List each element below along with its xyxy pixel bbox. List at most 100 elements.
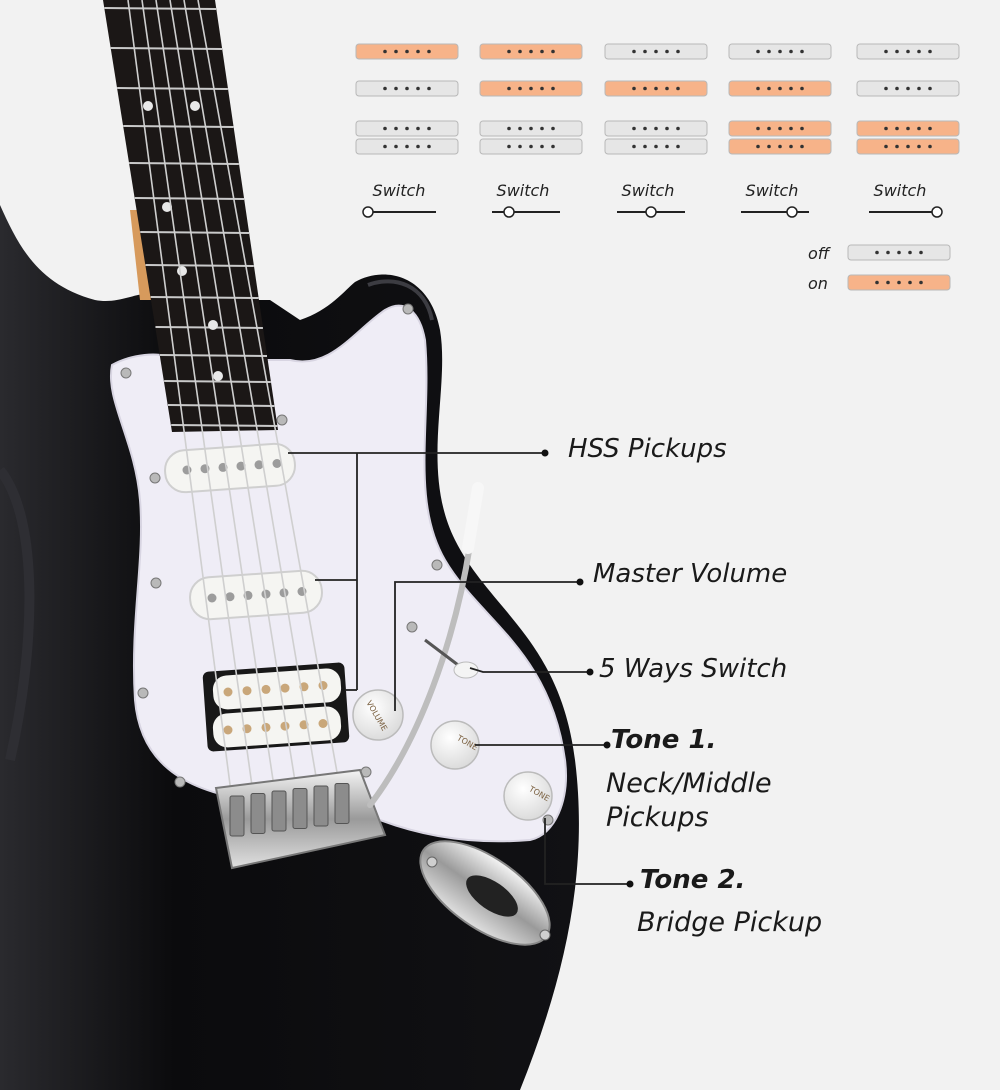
callout-five-way-switch: 5 Ways Switch: [599, 654, 788, 684]
callout-hss-pickups: HSS Pickups: [568, 434, 727, 464]
switch-lever-icon: [424, 638, 463, 670]
fret-wire: [104, 7, 217, 10]
pole-piece: [261, 589, 271, 599]
output-jack: [419, 840, 551, 946]
fret-wire: [167, 404, 275, 407]
chart-neck-pickup: [728, 43, 832, 60]
pole-piece: [223, 725, 233, 735]
pole-piece: [242, 686, 252, 696]
pole-piece: [236, 461, 246, 471]
chart-bridge-coil: [604, 138, 708, 155]
pole-piece: [318, 681, 328, 690]
pole-piece: [261, 722, 271, 732]
chart-bridge-coil: [604, 120, 708, 137]
legend-on-label: on: [808, 274, 828, 293]
switch-lever-icon: [503, 206, 515, 218]
fret-marker: [190, 101, 200, 111]
chart-bridge-coil: [856, 120, 960, 137]
string: [197, 0, 343, 801]
fret-marker: [208, 320, 218, 330]
chart-middle-pickup: [479, 80, 583, 97]
callout-master-volume: Master Volume: [593, 559, 788, 589]
chart-bridge-coil: [479, 138, 583, 155]
callout-tone2-desc: Bridge Pickup: [637, 907, 823, 938]
fret-wire: [134, 197, 245, 200]
chart-middle-pickup: [604, 80, 708, 97]
chart-switch-label: Switch: [622, 181, 675, 200]
fret-wire: [159, 354, 268, 357]
legend-on-swatch: [847, 274, 951, 291]
switch-lever-icon: [931, 206, 943, 218]
middle-pickup: [189, 569, 323, 621]
fret-wire: [110, 47, 223, 50]
string: [183, 0, 321, 801]
fret-marker: [177, 266, 187, 276]
callout-tone1-title: Tone 1.: [611, 725, 717, 755]
fret-wire: [117, 87, 228, 90]
fret-wire: [123, 125, 234, 128]
chart-bridge-coil: [728, 120, 832, 137]
tone2-knob: TONE: [503, 771, 553, 821]
string: [141, 0, 255, 801]
pole-piece: [272, 459, 282, 468]
tremolo-arm-tip: [462, 482, 484, 554]
fret-wire: [150, 296, 259, 299]
chart-switch-label: Switch: [874, 181, 927, 200]
chart-neck-pickup: [856, 43, 960, 60]
pole-piece: [254, 460, 264, 470]
chart-switch-label: Switch: [497, 181, 550, 200]
chart-middle-pickup: [856, 80, 960, 97]
string: [127, 0, 233, 801]
fret-wire: [145, 264, 254, 267]
chart-bridge-coil: [728, 138, 832, 155]
callout-tone2-title: Tone 2.: [640, 865, 746, 895]
bridge-saddle: [313, 785, 329, 827]
leader-lines: [288, 452, 630, 885]
chart-neck-pickup: [479, 43, 583, 60]
callout-tone1-line2: Pickups: [606, 802, 709, 833]
bridge-saddle: [229, 795, 245, 837]
legend-off-swatch: [847, 244, 951, 261]
chart-bridge-coil: [479, 120, 583, 137]
fret-wire: [140, 231, 249, 234]
pole-piece: [223, 687, 233, 697]
chart-bridge-coil: [355, 120, 459, 137]
bridge-saddle: [334, 783, 350, 824]
legend-off-label: off: [808, 244, 832, 263]
body-highlight: [367, 279, 434, 321]
chart-middle-pickup: [728, 80, 832, 97]
body-edge-highlight: [0, 466, 35, 762]
leader-dots: [541, 449, 634, 888]
chart-middle-pickup: [355, 80, 459, 97]
string: [155, 0, 277, 801]
switch-lever-icon: [362, 206, 374, 218]
bridge-saddle: [271, 790, 287, 832]
pole-piece: [225, 592, 235, 602]
callout-tone1-line1: Neck/Middle: [606, 768, 772, 799]
chart-neck-pickup: [355, 43, 459, 60]
tone1-knob: TONE: [430, 720, 480, 770]
strings: [127, 0, 343, 801]
pole-piece: [280, 683, 290, 693]
chart-switch-label: Switch: [373, 181, 426, 200]
pole-piece: [318, 719, 328, 728]
switch-lever-icon: [645, 206, 657, 218]
pole-piece: [261, 684, 271, 694]
neck-pickup: [164, 442, 296, 494]
fret-wire: [171, 424, 278, 427]
pickup-chart: Switch Switch Switch Switch Switch off on: [355, 43, 960, 293]
pole-piece: [207, 593, 217, 603]
chart-bridge-coil: [856, 138, 960, 155]
fret-marker: [213, 371, 223, 381]
bridge-saddle: [292, 788, 308, 829]
tremolo-bridge: [214, 768, 387, 870]
fret-marker: [162, 202, 172, 212]
chart-switch-label: Switch: [746, 181, 799, 200]
fret-markers: [143, 101, 223, 381]
bridge-saddle: [250, 793, 266, 834]
fret-wire: [129, 162, 239, 165]
switch-lever-icon: [786, 206, 798, 218]
chart-neck-pickup: [604, 43, 708, 60]
